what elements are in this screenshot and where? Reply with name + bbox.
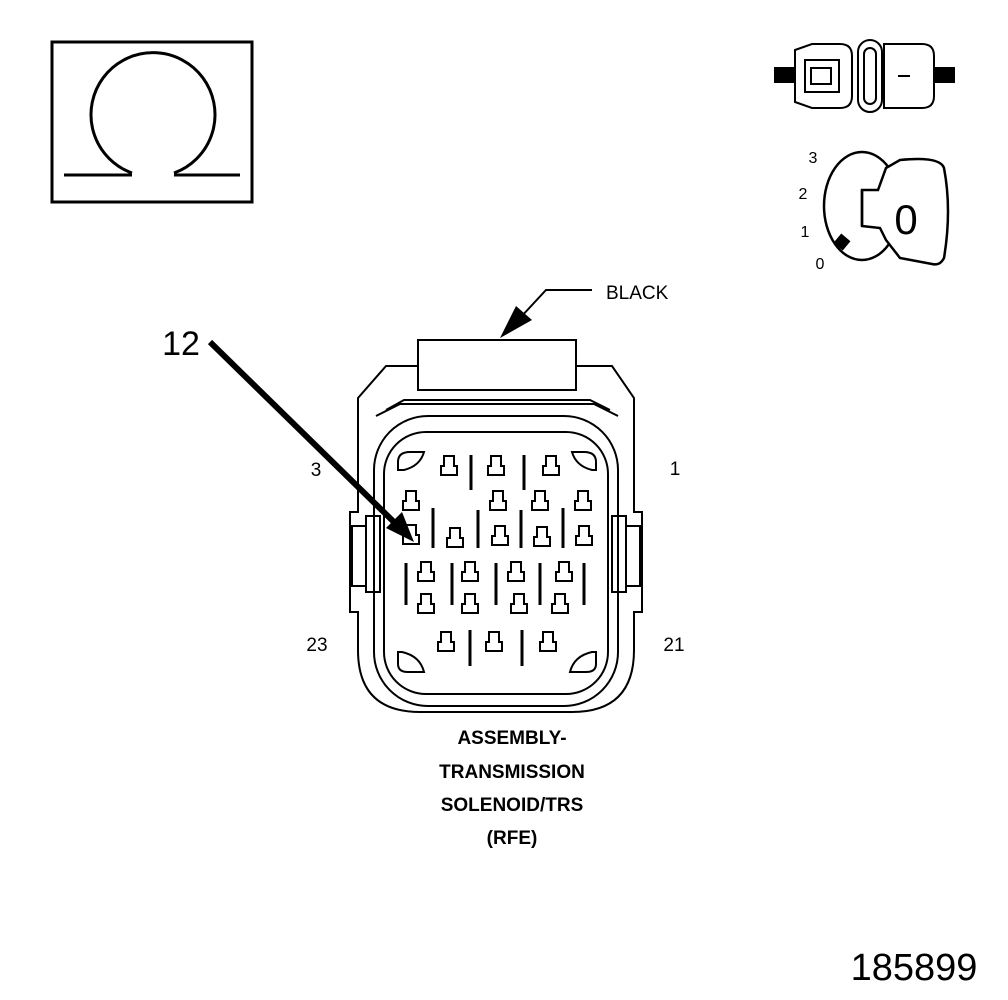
connector-disconnected-icon [774, 39, 955, 113]
caption-line-1: ASSEMBLY- [457, 728, 566, 749]
pin-cavity [491, 525, 509, 546]
cavity-label-21: 21 [663, 635, 684, 656]
pin-cavity [533, 526, 551, 547]
connector-color-callout: BLACK [500, 283, 669, 338]
cavity-label-1: 1 [670, 459, 681, 480]
caption-line-4: (RFE) [487, 828, 538, 849]
pin-cavity [510, 593, 528, 614]
corner-key [570, 451, 597, 471]
pin-cavity [402, 490, 420, 511]
connector-color-label: BLACK [606, 283, 669, 304]
callout-number: 12 [162, 325, 200, 363]
cavity-label-23: 23 [306, 635, 327, 656]
pin-cavity [417, 593, 435, 614]
pin-cavity [487, 455, 505, 476]
pin-cavity [555, 561, 573, 582]
pin-cavity [485, 631, 503, 652]
corner-key [397, 451, 426, 471]
pin-cavity [551, 593, 569, 614]
pin-cavity [440, 455, 458, 476]
pin-cavity [575, 525, 593, 546]
connector-caption: ASSEMBLY- TRANSMISSION SOLENOID/TRS (RFE… [439, 728, 585, 849]
pin-cavity [531, 490, 549, 511]
ohm-symbol-icon [50, 40, 254, 204]
ignition-position-1: 1 [801, 224, 810, 241]
cavity-callout-12: 12 [162, 325, 414, 542]
connector-cavities [397, 451, 597, 673]
ignition-position-0: 0 [816, 256, 825, 273]
corner-key [397, 651, 426, 673]
ignition-position-2: 2 [799, 186, 808, 203]
pin-cavity [539, 631, 557, 652]
ignition-key-label: 0 [894, 196, 917, 243]
corner-key [568, 651, 597, 673]
pin-cavity [542, 455, 560, 476]
pin-cavity [489, 490, 507, 511]
figure-id: 185899 [851, 947, 978, 989]
caption-line-2: TRANSMISSION [439, 762, 585, 783]
ignition-key-icon: 0 3 2 1 0 [799, 150, 950, 273]
pin-cavity [574, 490, 592, 511]
pin-cavity [461, 561, 479, 582]
cavity-label-3: 3 [311, 460, 322, 481]
pin-cavity [437, 631, 455, 652]
pin-cavity [461, 593, 479, 614]
pin-cavity [446, 527, 464, 548]
pin-cavity [417, 561, 435, 582]
ignition-position-3: 3 [809, 150, 818, 167]
caption-line-3: SOLENOID/TRS [441, 795, 584, 816]
pin-cavity [507, 561, 525, 582]
